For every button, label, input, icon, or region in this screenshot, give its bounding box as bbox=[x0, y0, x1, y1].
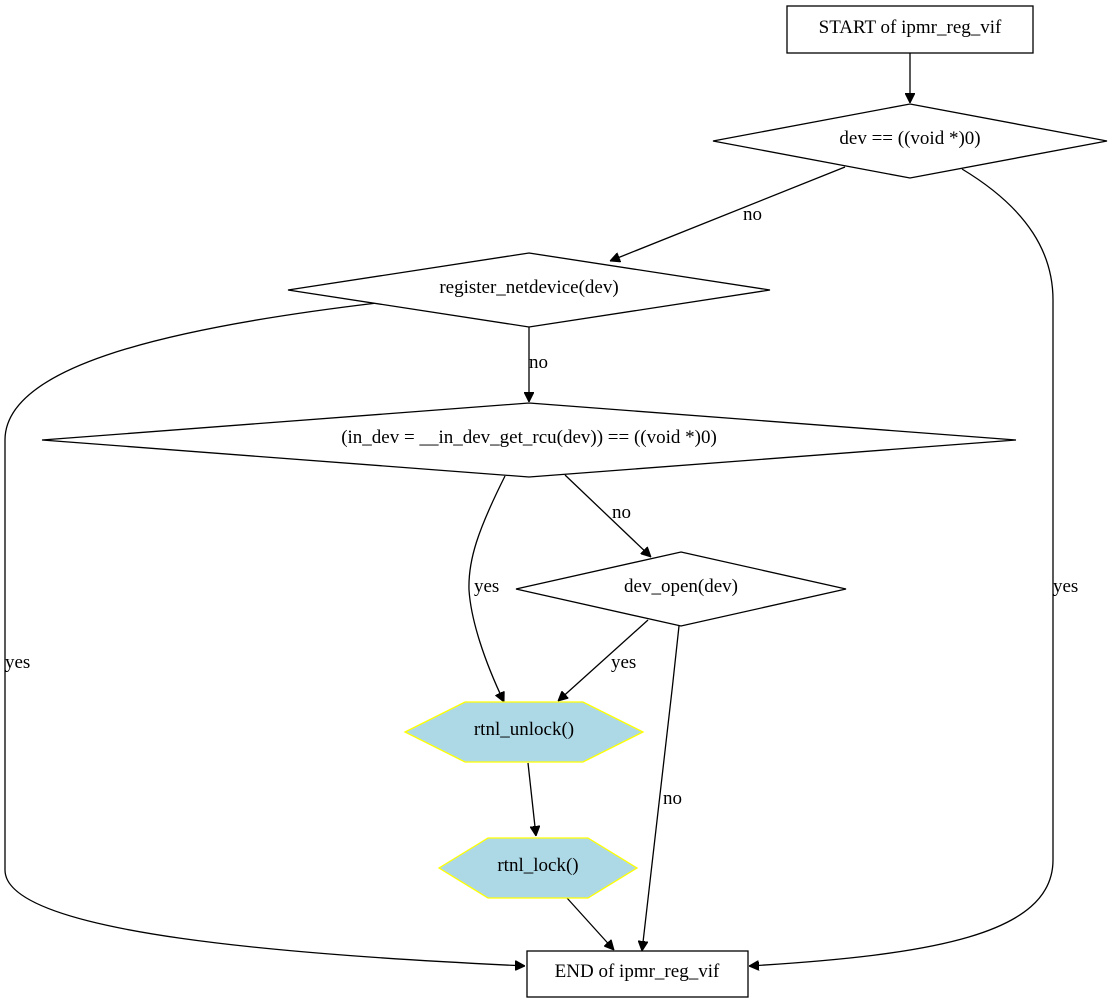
edge-label-dev-open-no: no bbox=[663, 788, 682, 809]
node-check-in-dev: (in_dev = __in_dev_get_rcu(dev)) == ((vo… bbox=[41, 402, 1017, 478]
node-start: START of ipmr_reg_vif bbox=[786, 5, 1034, 54]
edge-label-check-dev-yes: yes bbox=[1053, 576, 1078, 597]
node-check-dev: dev == ((void *)0) bbox=[712, 103, 1108, 179]
edge-label-in-dev-no: no bbox=[612, 502, 631, 523]
rtnl-unlock-label: rtnl_unlock() bbox=[474, 719, 574, 740]
edge-dev-open-no bbox=[642, 625, 680, 951]
start-label: START of ipmr_reg_vif bbox=[819, 17, 1002, 38]
check-in-dev-label: (in_dev = __in_dev_get_rcu(dev)) == ((vo… bbox=[341, 427, 717, 448]
dev-open-diamond bbox=[515, 551, 847, 627]
edge-label-register-no: no bbox=[529, 352, 548, 373]
check-in-dev-diamond bbox=[41, 402, 1017, 478]
edge-label-dev-open-yes: yes bbox=[611, 652, 636, 673]
node-register: register_netdevice(dev) bbox=[287, 252, 771, 328]
node-rtnl-unlock: rtnl_unlock() bbox=[403, 701, 645, 763]
check-dev-diamond bbox=[712, 103, 1108, 179]
rtnl-lock-hexagon bbox=[437, 837, 639, 899]
end-box bbox=[526, 950, 749, 998]
end-label: END of ipmr_reg_vif bbox=[555, 961, 720, 982]
rtnl-lock-label: rtnl_lock() bbox=[497, 855, 578, 876]
dev-open-label: dev_open(dev) bbox=[624, 576, 738, 597]
node-end: END of ipmr_reg_vif bbox=[526, 950, 749, 998]
edge-dev-open-yes bbox=[558, 619, 649, 701]
edge-in-dev-no bbox=[564, 474, 651, 557]
edge-unlock-to-lock bbox=[527, 762, 536, 836]
edge-label-in-dev-yes: yes bbox=[474, 576, 499, 597]
register-diamond bbox=[287, 252, 771, 328]
edge-register-yes bbox=[4, 302, 525, 966]
edge-check-dev-yes bbox=[749, 168, 1054, 966]
rtnl-unlock-hexagon bbox=[403, 701, 645, 763]
edge-label-check-dev-no: no bbox=[743, 204, 762, 225]
edges: no yes no yes yes no yes no bbox=[4, 53, 1078, 966]
node-rtnl-lock: rtnl_lock() bbox=[437, 837, 639, 899]
node-dev-open: dev_open(dev) bbox=[515, 551, 847, 627]
edge-in-dev-yes bbox=[468, 475, 506, 702]
start-box bbox=[786, 5, 1034, 54]
edge-lock-to-end bbox=[566, 897, 614, 950]
register-label: register_netdevice(dev) bbox=[439, 277, 618, 298]
check-dev-label: dev == ((void *)0) bbox=[839, 128, 980, 149]
edge-check-dev-no bbox=[610, 166, 846, 261]
edge-label-register-yes: yes bbox=[5, 652, 30, 673]
